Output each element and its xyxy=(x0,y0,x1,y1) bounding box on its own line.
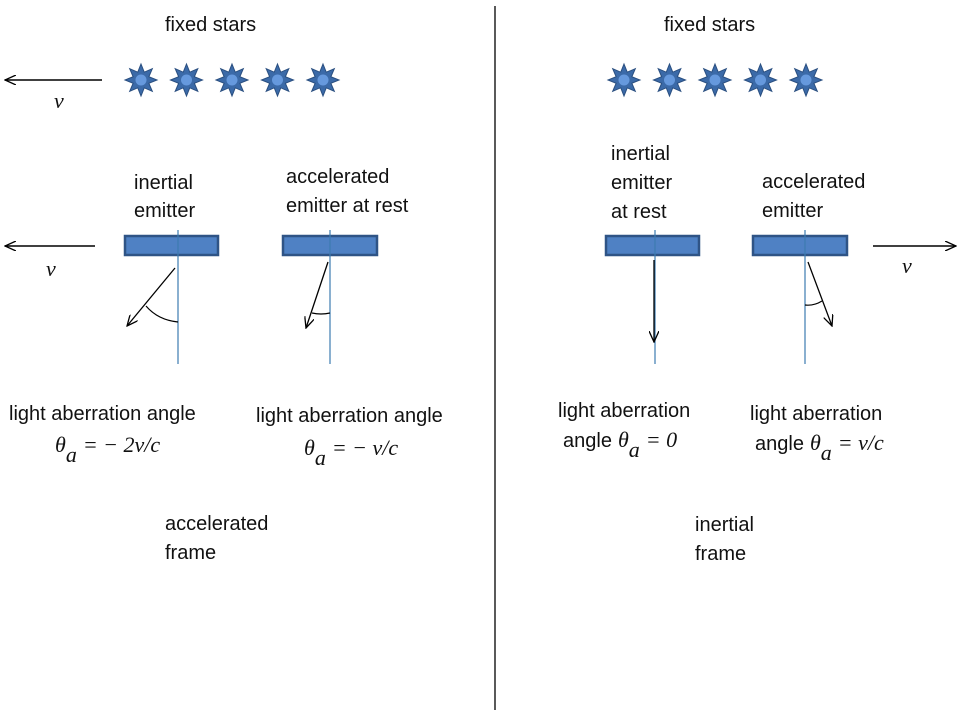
left-stars-label: fixed stars xyxy=(165,14,256,36)
right-star-center xyxy=(618,74,630,86)
right-stars-label: fixed stars xyxy=(664,14,755,36)
left-inertial-theta: θ xyxy=(55,432,66,457)
left-star-center xyxy=(226,74,238,86)
left-inertial-theta-sub: a xyxy=(66,442,77,467)
right-star-center xyxy=(755,74,766,86)
right-inertial-emitter xyxy=(604,234,701,257)
right-fixed-stars xyxy=(606,62,824,98)
left-fixed-stars xyxy=(123,62,341,98)
left-accelerated-theta-sub: a xyxy=(315,445,326,470)
right-accelerated-theta-sub: a xyxy=(821,440,832,465)
left-inertial-emitter-label-2: emitter xyxy=(134,200,195,222)
left-inertial-angle-title: light aberration angle xyxy=(9,403,196,425)
right-accelerated-emitter-label-2: emitter xyxy=(762,200,823,222)
left-accelerated-angle-title: light aberration angle xyxy=(256,405,443,427)
left-emitters-velocity-label: v xyxy=(46,256,56,281)
left-star-center xyxy=(181,74,192,86)
left-stars-velocity-label: v xyxy=(54,88,64,113)
right-inertial-angle-title: light aberration xyxy=(558,400,690,422)
left-inertial-emitter xyxy=(123,234,220,257)
right-inertial-emitter-label-2: emitter xyxy=(611,172,672,194)
right-accelerated-angle-title: light aberration xyxy=(750,403,882,425)
right-inertial-theta-sub: a xyxy=(629,437,640,462)
left-inertial-emitter-label-1: inertial xyxy=(134,172,193,194)
right-accelerated-angle-value: = v/c xyxy=(838,430,884,455)
left-star-center xyxy=(135,74,147,86)
right-star-center xyxy=(800,74,812,86)
left-inertial-angle-value: = − 2v/c xyxy=(83,432,161,457)
left-inertial-ray xyxy=(127,267,176,326)
right-star-center xyxy=(709,74,721,86)
right-accelerated-angle-prefix: angle xyxy=(755,433,804,455)
left-accelerated-emitter-label-2: emitter at rest xyxy=(286,195,409,217)
left-accelerated-angle-value: = − v/c xyxy=(332,435,399,460)
left-accelerated-angle-formula: θa= − v/c xyxy=(304,435,398,470)
left-accelerated-emitter-label-1: accelerated xyxy=(286,166,389,188)
left-accelerated-angle-arc xyxy=(311,312,331,315)
right-frame-label-2: frame xyxy=(695,543,746,565)
right-frame-label-1: inertial xyxy=(695,514,754,536)
left-star-center xyxy=(272,74,283,86)
left-accelerated-theta: θ xyxy=(304,435,315,460)
left-inertial-angle-arc xyxy=(145,305,179,323)
left-frame-label-2: frame xyxy=(165,542,216,564)
left-frame-label-1: accelerated xyxy=(165,513,268,535)
right-inertial-angle-value: = 0 xyxy=(646,427,677,452)
right-accelerated-emitter-label-1: accelerated xyxy=(762,171,865,193)
right-accelerated-emitter xyxy=(751,234,849,257)
right-inertial-emitter-label-1: inertial xyxy=(611,143,670,165)
right-inertial-angle-prefix: angle xyxy=(563,430,612,452)
right-inertial-theta: θ xyxy=(618,427,629,452)
right-accelerated-angle-arc xyxy=(804,300,823,306)
right-inertial-emitter-label-3: at rest xyxy=(611,201,667,223)
right-star-center xyxy=(664,74,675,86)
left-star-center xyxy=(317,74,329,86)
left-inertial-angle-formula: θa= − 2v/c xyxy=(55,432,160,467)
right-emitter-velocity-label: v xyxy=(902,253,912,278)
right-accelerated-ray xyxy=(807,261,832,326)
right-accelerated-theta: θ xyxy=(810,430,821,455)
left-accelerated-ray xyxy=(306,261,329,328)
